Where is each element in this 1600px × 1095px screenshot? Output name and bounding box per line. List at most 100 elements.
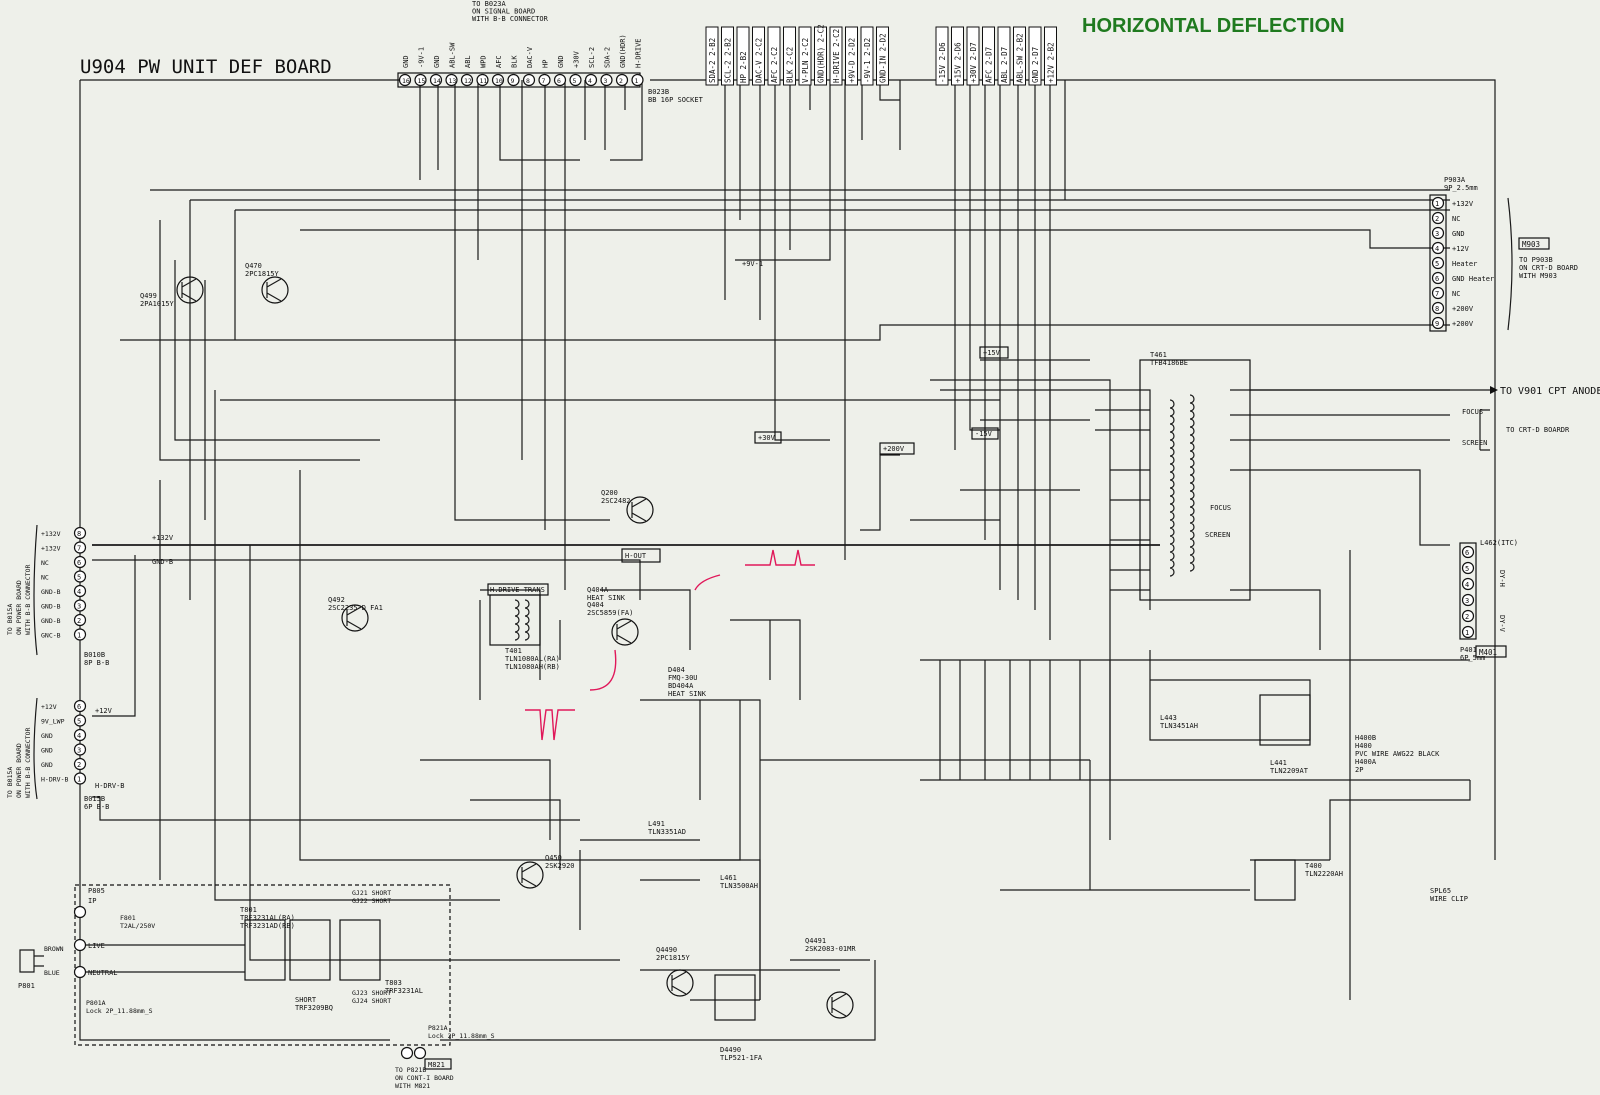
top-connector-caption: WITH B-B CONNECTOR xyxy=(472,15,549,23)
ac-live-pin xyxy=(73,938,87,952)
rail-9v-label: +9V-1 xyxy=(742,260,763,268)
p821a-label: P821A xyxy=(428,1024,448,1032)
power-input-area xyxy=(74,884,451,1046)
part-q4491: 2SK2083-01MR xyxy=(805,945,856,953)
flyback-primary xyxy=(1169,399,1175,577)
top-signal-flag: SDA-2 2-B2 xyxy=(708,38,717,83)
b015b-name: 6P B-B xyxy=(84,803,109,811)
p903a-pin xyxy=(1431,226,1445,240)
part-l441: TLN2209AT xyxy=(1270,767,1309,775)
top-connector-pin-label: AFC xyxy=(495,55,503,68)
top-connector-pin xyxy=(460,73,474,87)
part-hdrive-trans: H.DRIVE TRANS xyxy=(490,586,545,594)
top-connector-pin-number: 10 xyxy=(495,77,503,85)
part-l443: TLN3451AH xyxy=(1160,722,1198,730)
top-connector-pin-label: -9V-1 xyxy=(418,47,426,68)
gj-short-label: GJ21 SHORT xyxy=(352,889,391,897)
part-l441: L441 xyxy=(1270,759,1287,767)
flyback-secondary xyxy=(1189,394,1195,572)
m903-tag: M903 xyxy=(1522,240,1540,249)
rail-200v-box xyxy=(879,442,915,455)
p903a-pin xyxy=(1431,256,1445,270)
top-connector-pin-label: GND(HDR) xyxy=(619,34,627,68)
top-connector-pin-number: 16 xyxy=(402,77,410,85)
ac-brown-wire-label: BROWN xyxy=(44,945,64,953)
rail-30v-box xyxy=(754,431,782,444)
m903-tag-box xyxy=(1518,237,1550,250)
t401-secondary xyxy=(524,599,530,641)
part-flyback: T461 xyxy=(1150,351,1167,359)
part-flyback: TFB4186BE xyxy=(1150,359,1188,367)
p903a-pin-number: 3 xyxy=(1435,230,1439,238)
p903a-pin-label: NC xyxy=(1452,290,1460,298)
top-connector-pin-label: H-DRIVE xyxy=(635,38,643,68)
b010b-caption: ON POWER BOARD xyxy=(15,580,23,635)
dy-h-label: DY-H xyxy=(1498,570,1506,587)
p903a-pin-number: 9 xyxy=(1435,320,1439,328)
part-q492: Q492 xyxy=(328,596,345,604)
p903a-pin xyxy=(1431,301,1445,315)
part-wire-clip: SPL65 xyxy=(1430,887,1451,895)
l462-label: L462(ITC) xyxy=(1480,539,1518,547)
gj-short-label: GJ24 SHORT xyxy=(352,997,391,1005)
top-connector-pin xyxy=(569,73,582,87)
m401-tag-box xyxy=(1475,645,1507,658)
b010b-pin-number: 6 xyxy=(77,559,81,567)
rail-hdrvb-label: H-DRV-B xyxy=(95,782,125,790)
p903a-pin-label: Heater xyxy=(1452,260,1477,268)
dy-v-label: DY-V xyxy=(1498,615,1506,633)
part-short: TRF3209BQ xyxy=(295,1004,333,1012)
top-power-flag-box xyxy=(935,26,949,86)
b015b-pin-label: GND xyxy=(41,761,53,769)
b010b-pin-label: NC xyxy=(41,559,49,567)
b010b-pin-number: 4 xyxy=(77,588,81,596)
b015b-pin-number: 3 xyxy=(77,747,81,755)
top-signal-flag: BLK 2-C2 xyxy=(786,47,795,83)
part-t803: TRF3231AL xyxy=(385,987,423,995)
b010b-pin-number: 7 xyxy=(77,545,81,553)
part-d4490: D4490 xyxy=(720,1046,741,1054)
part-h400: PVC WIRE AWG22 BLACK xyxy=(1355,750,1440,758)
top-signal-flag: HP 2-B2 xyxy=(739,51,748,83)
b010b-pin xyxy=(73,584,87,598)
part-d404: HEAT SINK xyxy=(668,690,707,698)
b010b-pin xyxy=(73,541,87,554)
m821-tag-box xyxy=(424,1058,452,1070)
b015b-pin-label: GND xyxy=(41,747,53,755)
p401-title: P401 xyxy=(1460,646,1477,654)
b010b-pin xyxy=(73,555,87,569)
ac-live-label: LIVE xyxy=(88,942,105,950)
p821-destination: TO P821B xyxy=(395,1066,426,1074)
t803-frame xyxy=(339,919,381,981)
part-l461: TLN3500AH xyxy=(720,882,758,890)
p821-destination: ON CONT-I BOARD xyxy=(395,1074,454,1082)
p401-pin xyxy=(1461,577,1475,591)
top-signal-flag: +9V-D 2-D2 xyxy=(848,38,857,83)
rail-12v-label: +12V xyxy=(95,707,113,715)
q450-symbol-leads xyxy=(521,863,537,887)
top-power-flag-box xyxy=(1013,26,1026,86)
rail-15vp-box xyxy=(979,346,1009,359)
b010b-pin-label: GND-B xyxy=(41,617,61,625)
b015b-caption: ON POWER BOARD xyxy=(15,743,23,798)
part-d404: D404 xyxy=(668,666,685,674)
top-connector-pin-label: ABL xyxy=(464,55,472,68)
t801-frame xyxy=(244,919,286,981)
b010b-pin-label: GNC-B xyxy=(41,632,61,640)
part-q200: 2SC2482 xyxy=(601,497,631,505)
ac-plug-icon xyxy=(19,949,44,973)
part-q404-hs: Q404A xyxy=(587,586,609,594)
rail-gndb-label: GND-B xyxy=(152,558,173,566)
rail-15vp-label: +15V xyxy=(983,349,1001,357)
b015b-brace xyxy=(33,697,38,800)
q404-symbol-leads xyxy=(616,620,632,644)
m401-tag: M401 xyxy=(1479,648,1497,657)
top-signal-flag: H-DRIVE 2-C2 xyxy=(832,29,841,83)
p801a-label: Lock 2P_11.88mm_S xyxy=(86,1007,153,1015)
p401-pin xyxy=(1461,625,1475,639)
b015b-pin-number: 2 xyxy=(77,761,81,769)
flyback-frame xyxy=(1139,359,1251,601)
b015b-name: B015B xyxy=(84,795,105,803)
